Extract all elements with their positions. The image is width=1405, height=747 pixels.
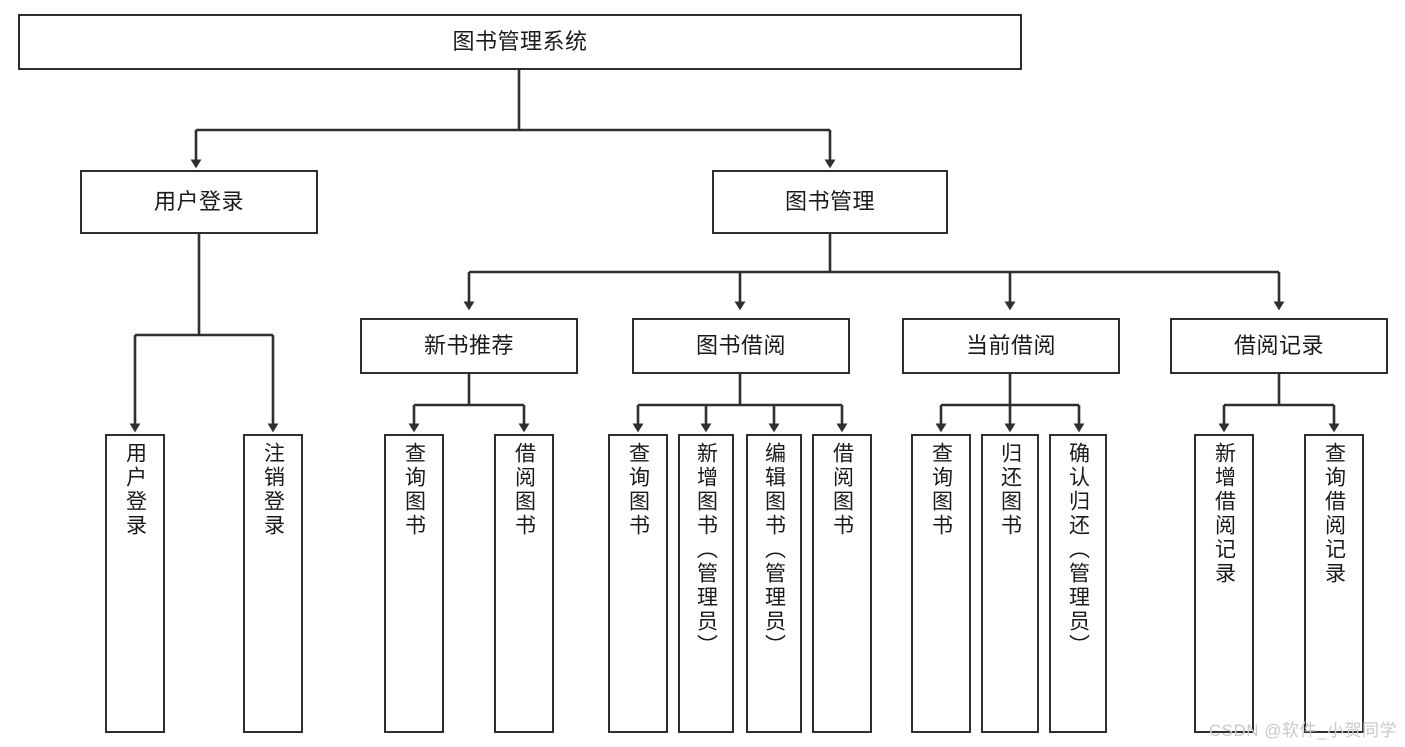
node-book-borrow-label: 图书借阅 [695, 333, 786, 359]
node-leaf-cur-return-book-label: 归还图书 [998, 442, 1022, 538]
node-leaf-cur-return-book[interactable]: 归还图书 [981, 434, 1039, 733]
node-leaf-borrow-query-book[interactable]: 查询图书 [608, 434, 668, 733]
node-leaf-user-logout-label: 注销登录 [261, 442, 285, 538]
node-current-borrow[interactable]: 当前借阅 [902, 318, 1120, 374]
node-leaf-borrow-edit-book[interactable]: 编辑图书（管理员） [746, 434, 802, 733]
node-leaf-user-login[interactable]: 用户登录 [105, 434, 165, 733]
node-book-manage-label: 图书管理 [784, 189, 875, 215]
node-current-borrow-label: 当前借阅 [965, 333, 1056, 359]
node-leaf-rec-query-book-label: 查询图书 [402, 442, 426, 538]
node-leaf-rec-query-record[interactable]: 查询借阅记录 [1304, 434, 1364, 733]
node-borrow-record[interactable]: 借阅记录 [1170, 318, 1388, 374]
node-leaf-cur-query-book[interactable]: 查询图书 [911, 434, 971, 733]
watermark-text: CSDN @软件_小贺同学 [1208, 721, 1397, 740]
node-leaf-borrow-add-book[interactable]: 新增图书（管理员） [678, 434, 734, 733]
node-book-borrow[interactable]: 图书借阅 [632, 318, 850, 374]
node-leaf-rec-borrow-book-label: 借阅图书 [512, 442, 536, 538]
node-leaf-borrow-borrow-book[interactable]: 借阅图书 [812, 434, 872, 733]
node-user-login-label: 用户登录 [153, 189, 244, 215]
node-root-label: 图书管理系统 [452, 29, 588, 55]
node-leaf-rec-query-book[interactable]: 查询图书 [384, 434, 444, 733]
node-leaf-cur-query-book-label: 查询图书 [929, 442, 953, 538]
node-book-manage[interactable]: 图书管理 [712, 170, 948, 234]
node-leaf-borrow-borrow-book-label: 借阅图书 [830, 442, 854, 538]
node-leaf-rec-add-record-label: 新增借阅记录 [1212, 442, 1236, 586]
node-leaf-rec-add-record[interactable]: 新增借阅记录 [1194, 434, 1254, 733]
node-new-book-rec-label: 新书推荐 [423, 333, 514, 359]
node-leaf-cur-confirm-return-label: 确认归还（管理员） [1066, 442, 1090, 658]
node-leaf-borrow-query-book-label: 查询图书 [626, 442, 650, 538]
node-leaf-user-login-label: 用户登录 [123, 442, 147, 538]
node-leaf-rec-query-record-label: 查询借阅记录 [1322, 442, 1346, 586]
node-leaf-borrow-add-book-label: 新增图书（管理员） [694, 442, 718, 658]
node-leaf-borrow-edit-book-label: 编辑图书（管理员） [762, 442, 786, 658]
node-new-book-rec[interactable]: 新书推荐 [360, 318, 578, 374]
node-user-login[interactable]: 用户登录 [80, 170, 318, 234]
node-leaf-cur-confirm-return[interactable]: 确认归还（管理员） [1049, 434, 1107, 733]
node-root[interactable]: 图书管理系统 [18, 14, 1022, 70]
node-leaf-user-logout[interactable]: 注销登录 [243, 434, 303, 733]
node-borrow-record-label: 借阅记录 [1233, 333, 1324, 359]
node-leaf-rec-borrow-book[interactable]: 借阅图书 [494, 434, 554, 733]
